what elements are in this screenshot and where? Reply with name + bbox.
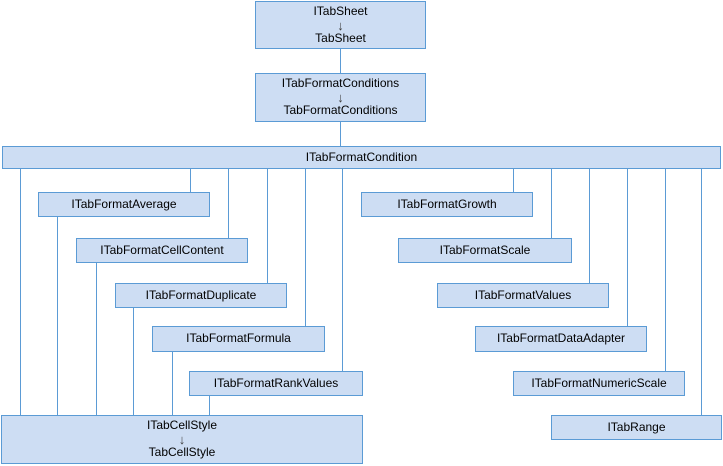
connector-condition-average [190, 169, 191, 192]
node-interface-label: ITabFormatConditions [281, 76, 400, 91]
connector-condition-dataadapter [627, 169, 628, 326]
connector-condition-rankvalues [342, 169, 343, 371]
node-label: ITabFormatCondition [305, 149, 418, 164]
node-label: ITabFormatScale [439, 242, 531, 257]
node-itabformatgrowth: ITabFormatGrowth [361, 192, 533, 217]
node-implementation-label: TabSheet [315, 30, 366, 45]
connector-condition-growth [513, 169, 514, 192]
node-itabcellstyle: ITabCellStyle ↓ TabCellStyle [1, 415, 363, 464]
node-itabformatformula: ITabFormatFormula [152, 326, 325, 352]
node-itabformatconditions: ITabFormatConditions ↓ TabFormatConditio… [255, 73, 426, 122]
node-implementation-label: TabFormatConditions [283, 103, 398, 117]
connector-condition-cellcontent [228, 169, 229, 238]
down-arrow-icon: ↓ [337, 90, 344, 105]
node-label: ITabFormatGrowth [397, 196, 497, 211]
node-label: ITabFormatDataAdapter [496, 331, 626, 346]
node-label: ITabFormatNumericScale [531, 375, 667, 390]
node-interface-label: ITabCellStyle [146, 418, 218, 433]
node-label: ITabRange [607, 419, 666, 434]
node-itabformatscale: ITabFormatScale [398, 238, 572, 263]
node-itabformatrankvalues: ITabFormatRankValues [189, 371, 363, 396]
node-label: ITabFormatValues [474, 287, 572, 302]
node-itabformatduplicate: ITabFormatDuplicate [115, 283, 287, 308]
connector-conditions-condition [340, 122, 341, 146]
node-itabrange: ITabRange [551, 415, 722, 440]
node-itabformatnumericscale: ITabFormatNumericScale [513, 371, 685, 396]
node-itabsheet: ITabSheet ↓ TabSheet [255, 1, 426, 49]
down-arrow-icon: ↓ [337, 17, 344, 33]
node-itabformataverage: ITabFormatAverage [38, 192, 210, 217]
connector-sheet-conditions [340, 49, 341, 73]
connector-rankvalues-cellstyle [209, 396, 210, 415]
node-itabformatdataadapter: ITabFormatDataAdapter [475, 326, 647, 352]
node-label: ITabFormatDuplicate [145, 287, 257, 302]
connector-condition-numericscale [665, 169, 666, 371]
node-label: ITabFormatAverage [71, 196, 177, 211]
node-label: ITabFormatRankValues [213, 375, 339, 390]
node-itabformatvalues: ITabFormatValues [437, 283, 609, 308]
connector-cellcontent-cellstyle [96, 263, 97, 415]
node-label: ITabFormatCellContent [100, 242, 224, 257]
node-interface-label: ITabSheet [313, 3, 368, 18]
node-implementation-label: TabCellStyle [148, 445, 216, 459]
node-label: ITabFormatFormula [186, 331, 291, 346]
connector-condition-cellstyle [20, 169, 21, 415]
connector-condition-formula [305, 169, 306, 326]
node-itabformatcondition: ITabFormatCondition [2, 146, 721, 169]
connector-duplicate-cellstyle [133, 308, 134, 415]
connector-formula-cellstyle [172, 352, 173, 415]
connector-condition-range [701, 169, 702, 415]
node-itabformatcellcontent: ITabFormatCellContent [76, 238, 248, 263]
connector-condition-duplicate [267, 169, 268, 283]
connector-condition-values [589, 169, 590, 283]
down-arrow-icon: ↓ [178, 432, 186, 447]
connector-average-cellstyle [57, 217, 58, 415]
connector-condition-scale [551, 169, 552, 238]
